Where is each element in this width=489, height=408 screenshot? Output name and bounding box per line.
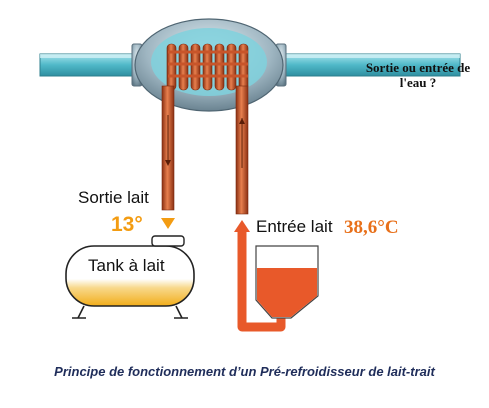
water-flow-label: Sortie ou entrée de l'eau ? <box>365 60 471 91</box>
milk-in-label: Entrée lait <box>256 217 333 236</box>
flow-arrow-up-icon <box>239 118 245 124</box>
milk-in-temperature: 38,6°C <box>344 217 399 238</box>
figure-caption: Principe de fonctionnement d’un Pré-refr… <box>54 364 435 379</box>
flow-arrow-down-icon <box>165 160 171 166</box>
milk-in-arrow-icon <box>234 220 250 232</box>
copper-coil <box>166 43 249 91</box>
milk-out-temperature: 13° <box>111 213 143 236</box>
milk-tank <box>65 235 195 319</box>
milk-out-arrow-icon <box>161 218 175 229</box>
milk-feed-line <box>237 232 286 332</box>
milk-out-label: Sortie lait <box>78 188 149 207</box>
milk-reservoir <box>255 245 319 319</box>
tank-label: Tank à lait <box>88 256 165 275</box>
